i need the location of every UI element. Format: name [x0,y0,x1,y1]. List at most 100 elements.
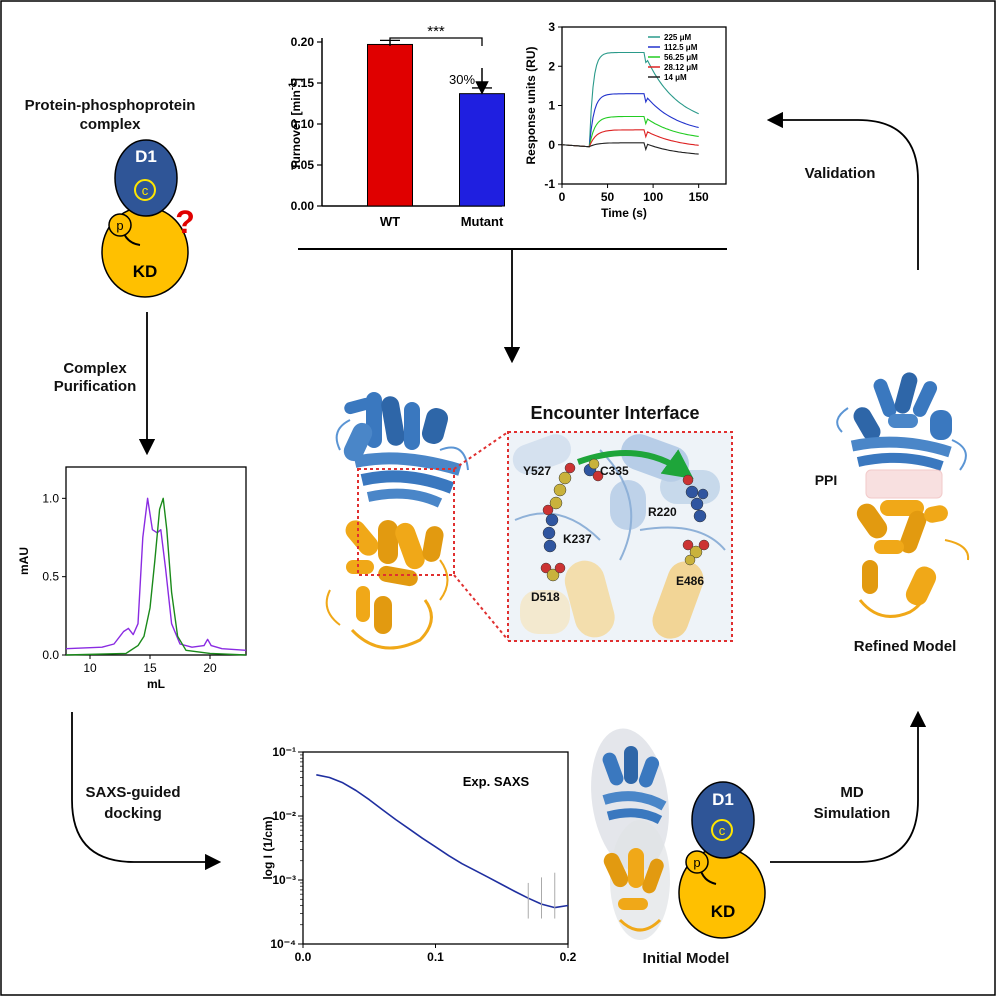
turnover-bar [367,43,413,207]
spr-x-tick-label: 50 [601,190,615,204]
complex-structure-cartoon [325,392,469,650]
spr-legend-label: 225 μM [664,33,691,42]
initial-c-label: c [719,823,726,838]
residue-label-y527: Y527 [523,464,551,478]
residue-d518-atoms [540,562,566,582]
residue-label-c335: C335 [600,464,629,478]
saxs-y-tick-label: 10⁻² [272,809,296,823]
purification-label-line1: Complex [63,360,127,377]
md-simulation-arrow [770,710,927,863]
significance-bracket [389,37,483,46]
saxs-x-tick-label: 0.2 [560,950,577,964]
residue-r220-atoms [682,474,709,523]
validation-arrow [766,111,919,270]
d1-domain-shape [114,139,178,217]
spr-x-axis-label: Time (s) [601,206,647,220]
complex-title-line2: complex [80,116,142,133]
turnover-y-label-close: ] [289,78,303,82]
sec-y-tick-label: 0.0 [42,648,59,662]
saxs-title: Exp. SAXS [463,774,530,789]
ppi-label: PPI [815,472,838,488]
sec-x-axis-label: mL [147,677,165,691]
sec-y-tick-label: 1.0 [42,491,59,505]
c-label: c [142,183,149,198]
d1-label: D1 [135,147,157,166]
initial-kd-label: KD [711,902,736,921]
reduction-label: 30% [449,72,475,87]
spr-y-tick-label: -1 [544,177,555,191]
residue-label-r220: R220 [648,505,677,519]
phosphate-circle [108,213,132,237]
sec-chromatogram: 10 15 20 0.0 0.5 1.0 mL mAU [17,466,247,691]
spr-y-tick-label: 3 [548,20,555,34]
saxs-y-tick-label: 10⁻³ [272,873,296,887]
sec-x-tick-label: 15 [143,661,157,675]
saxs-x-tick-label: 0.1 [427,950,444,964]
spr-y-tick-label: 1 [548,99,555,113]
saxs-x-tick-label: 0.0 [295,950,312,964]
spr-legend-label: 56.25 μM [664,53,698,62]
turnover-y-tick-label: 0.05 [291,158,315,172]
residue-label-d518: D518 [531,590,560,604]
initial-d1-label: D1 [712,790,734,809]
sec-x-tick-label: 20 [203,661,217,675]
refined-model-label: Refined Model [854,638,957,655]
initial-p-label: p [693,855,700,870]
spr-y-tick-label: 2 [548,59,555,73]
spr-legend-label: 14 μM [664,73,687,82]
residue-label-e486: E486 [676,574,704,588]
turnover-y-tick-label: 0.20 [291,35,315,49]
spr-x-tick-label: 100 [643,190,663,204]
turnover-y-label-sup: -1 [287,82,297,90]
saxs-y-tick-label: 10⁻⁴ [270,937,296,951]
complex-title-line1: Protein-phosphoprotein [25,97,196,114]
spr-plot-frame [561,26,727,185]
md-label-line1: MD [840,784,863,801]
saxs-y-tick-label: 10⁻¹ [272,745,296,759]
purification-label-line2: Purification [54,378,137,395]
spr-series-line [561,142,699,155]
sec-y-axis-label: mAU [17,547,31,575]
ppi-highlight-box [865,469,943,499]
refined-model-structure [836,372,970,618]
turnover-y-tick-label: 0.10 [291,117,315,131]
saxs-curve-chart: 0.0 0.1 0.2 10⁻⁴ 10⁻³ 10⁻² 10⁻¹ log I (1/cm) Exp… [261,745,577,964]
md-label-line2: Simulation [814,805,891,822]
initial-c-circle-icon [711,819,733,841]
residue-y527-atoms [542,462,576,553]
initial-model-label: Initial Model [643,950,730,967]
turnover-y-tick-label: 0.15 [291,76,315,90]
kd-label: KD [133,262,158,281]
turnover-x-tick-label: WT [380,214,400,229]
saxs-y-axis-label: log I (1/cm) [261,816,275,879]
sec-series-line [65,497,247,651]
spr-x-tick-label: 150 [689,190,709,204]
significance-label: *** [427,23,445,40]
sec-plot-frame [65,466,247,656]
zoom-line-bottom [453,574,509,641]
validation-label: Validation [805,165,876,182]
spr-legend-label: 112.5 μM [664,43,698,52]
spr-y-tick-label: 0 [548,138,555,152]
residue-c335-atoms [583,458,604,482]
turnover-bar [459,93,505,207]
interface-zoom-panel: Y527 C335 R220 K237 E486 D518 [507,431,733,642]
residue-label-k237: K237 [563,532,592,546]
interaction-arrow [576,449,694,480]
complex-schematic: D1 c p KD ? [101,139,195,298]
c-circle-icon [134,179,156,201]
p-label: p [116,218,123,233]
sec-x-tick-label: 10 [83,661,97,675]
turnover-x-tick-label: Mutant [461,214,504,229]
turnover-y-tick-label: 0.00 [291,199,315,213]
spr-x-tick-label: 0 [559,190,566,204]
spr-legend-label: 28.12 μM [664,63,698,72]
saxs-series-line [316,774,569,909]
question-mark: ? [175,204,195,240]
sec-y-tick-label: 0.5 [42,570,59,584]
sec-series-line [65,497,247,656]
